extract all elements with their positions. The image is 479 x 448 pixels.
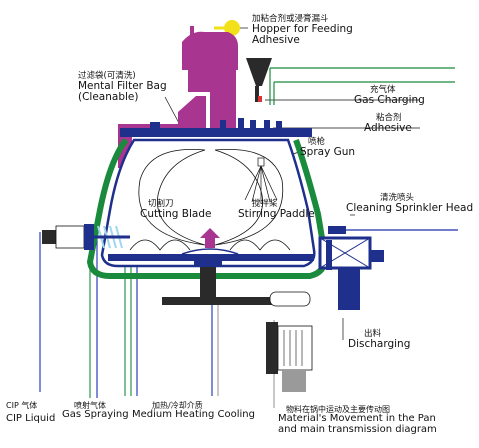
drive-motor [266, 322, 313, 392]
spray-gun-icon [244, 157, 278, 204]
adhesive-label-en: Adhesive [364, 121, 412, 134]
stirring-direction-icon [200, 228, 220, 248]
movement-label-en-2: and main transmission diagram [278, 423, 437, 435]
movement-label-en-1: Material's Movement in the Pan [278, 413, 436, 425]
sprinkler-label: 清洗喷头 Cleaning Sprinkler Head [346, 193, 473, 214]
sprinkler-head-icon [328, 226, 346, 234]
heating-cooling-label-en: Medium Heating Cooling [132, 409, 255, 421]
spray-gun-label: 喷枪 Spray Gun [300, 137, 355, 158]
movement-label-cn: 物料在锅中运动及主要传动图 [286, 405, 390, 414]
gas-charging-label-cn: 充气体 [370, 85, 396, 95]
hopper-label-en-1: Hopper for Feeding [252, 22, 353, 35]
gas-spraying-label: 喷射气体 Gas Spraying [62, 401, 129, 421]
adhesive-hopper [246, 58, 272, 102]
cutting-blade-label: 切割刀 Cutting Blade [140, 200, 211, 220]
spray-gun-label-en: Spray Gun [300, 145, 356, 158]
filter-label-en-2: (Cleanable) [78, 90, 139, 103]
gas-spraying-label-en: Gas Spraying [62, 409, 129, 421]
cutting-blade-shaft [42, 224, 130, 250]
filter-label-en-1: Mental Filter Bag [78, 79, 167, 92]
discharging-label-cn: 出料 [364, 329, 382, 339]
gas-spraying-label-cn: 喷射气体 [74, 401, 106, 410]
discharging-label-en: Discharging [348, 337, 411, 350]
stirring-paddle-label-cn: 搅拌桨 [252, 199, 278, 209]
cutting-blade-label-cn: 切割刀 [148, 199, 174, 209]
paddle-plate [108, 254, 314, 261]
stirring-paddle-label: 搅拌桨 Stirring Paddle [238, 200, 315, 220]
cip-gas-label-cn: CIP 气体 [6, 401, 38, 410]
cip-liquid-label: CIP Liquid [6, 413, 56, 425]
adhesive-label-cn: 粘合剂 [376, 113, 402, 123]
cip-gas-label: CIP 气体 [6, 401, 38, 410]
cip-liquid-label-en: CIP Liquid [6, 413, 56, 424]
heating-cooling-label: 加热/冷却介质 Medium Heating Cooling [132, 401, 255, 421]
filter-label: 过滤袋(可清洗) Mental Filter Bag (Cleanable) [78, 72, 167, 103]
vessel-lid [120, 128, 312, 137]
hopper-label-en-2: Adhesive [252, 33, 300, 46]
sprinkler-label-en: Cleaning Sprinkler Head [346, 201, 474, 214]
material-flow-curves [129, 149, 291, 251]
gas-charging-label: 充气体 Gas Charging [354, 85, 425, 106]
gas-charging-lines [269, 67, 458, 231]
discharge-valve [318, 236, 384, 310]
stirring-paddle-label-en: Stirring Paddle [238, 207, 315, 220]
drive-stand [162, 261, 311, 307]
movement-label: 物料在锅中运动及主要传动图 Material's Movement in the… [278, 405, 437, 435]
sprinkler-label-cn: 清洗喷头 [380, 193, 415, 203]
adhesive-label: 粘合剂 Adhesive [364, 113, 412, 134]
filter-label-cn: 过滤袋(可清洗) [78, 71, 136, 81]
paddle-hub [181, 248, 239, 255]
hopper-label-cn: 加粘合剂或浸膏漏斗 [252, 14, 329, 24]
heating-cooling-label-cn: 加热/冷却介质 [152, 401, 203, 410]
discharging-label: 出料 Discharging [348, 330, 410, 350]
hopper-label: 加粘合剂或浸膏漏斗 Hopper for Feeding Adhesive [252, 15, 353, 46]
spray-gun-label-cn: 喷枪 [308, 137, 326, 147]
gas-charging-label-en: Gas Charging [354, 93, 425, 106]
lid-fittings [150, 118, 282, 128]
cutting-blade-label-en: Cutting Blade [140, 207, 212, 220]
